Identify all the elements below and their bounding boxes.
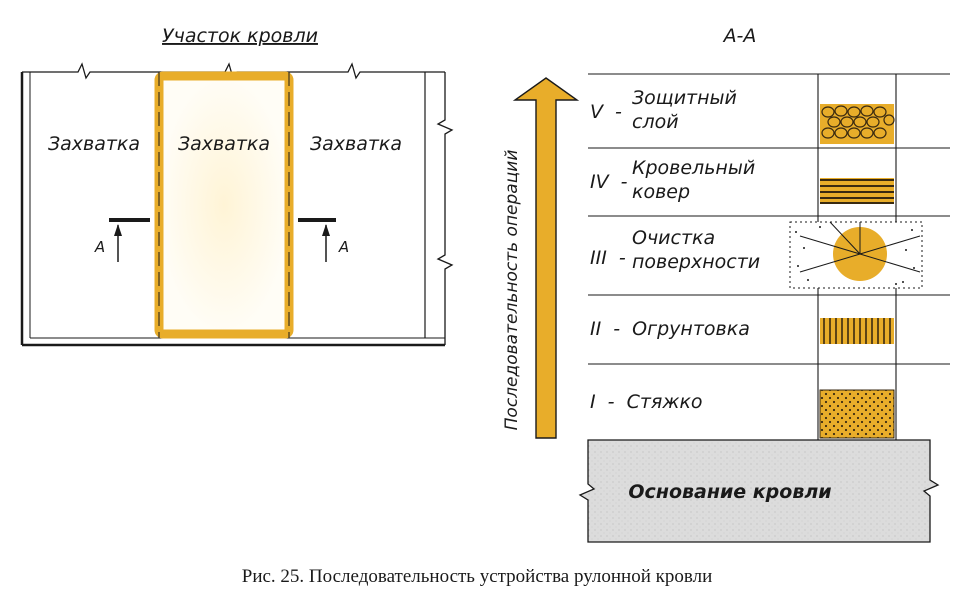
layer-label-1: I - Стяжко xyxy=(590,391,703,413)
layer-dash: - xyxy=(619,247,626,269)
figure-caption: Рис. 25. Последовательность устройства р… xyxy=(241,566,713,587)
layer-name-cont: ковер xyxy=(632,181,690,203)
layer-name: Очистка xyxy=(632,227,715,249)
layer-name: Огрунтовка xyxy=(632,318,750,340)
layer-numeral: I xyxy=(590,391,596,413)
operations-sequence-arrow xyxy=(512,77,580,439)
plan-right-break-line xyxy=(436,72,454,345)
plan-top-break-line xyxy=(22,62,445,80)
svg-text:V -: V - xyxy=(590,101,622,123)
layer-name-cont: слой xyxy=(632,111,679,133)
arrow-label: Последовательность операций xyxy=(502,150,522,431)
zone-right-label: Захватка xyxy=(310,133,402,155)
active-zone xyxy=(154,71,294,339)
layer-separators xyxy=(588,73,950,365)
svg-text:IV -: IV - xyxy=(590,171,628,193)
layer-label-5: V - Зощитный слой xyxy=(590,87,737,133)
roof-base: Основание кровли xyxy=(578,439,940,543)
swatch-protective-layer xyxy=(820,104,895,144)
layer-name-cont: поверхности xyxy=(632,251,760,273)
section-mark-left: А xyxy=(94,218,150,262)
layer-dash: - xyxy=(615,101,622,123)
svg-text:II - Огрунтовк: II - Огрунтовка xyxy=(590,318,750,340)
layer-dash: - xyxy=(621,171,628,193)
layer-numeral: II xyxy=(590,318,602,340)
layer-label-3: III - Очистка поверхности xyxy=(590,227,760,273)
layer-name: Кровельный xyxy=(632,157,755,179)
swatch-roofing-carpet xyxy=(820,178,894,204)
dispersion-arrows-icon xyxy=(799,221,921,273)
layer-name: Стяжко xyxy=(627,391,703,413)
section-title: А-А xyxy=(722,25,757,47)
layer-name: Зощитный xyxy=(632,87,737,109)
diagram-canvas: Участок кровли Захватка Захватка Захватк… xyxy=(20,25,950,543)
layer-numeral: V xyxy=(590,101,605,123)
layer-dash: - xyxy=(608,391,615,413)
section-mark-right-label: А xyxy=(338,238,349,256)
layer-numeral: IV xyxy=(590,171,611,193)
swatch-priming xyxy=(820,318,894,344)
plan-title: Участок кровли xyxy=(162,25,318,47)
swatch-surface-cleaning xyxy=(789,221,923,289)
section-mark-left-label: А xyxy=(94,238,105,256)
layer-dash: - xyxy=(613,318,620,340)
swatch-screed xyxy=(819,389,895,439)
zone-left-label: Захватка xyxy=(48,133,140,155)
section-view: А-А Последовательность операций xyxy=(502,25,950,543)
zone-middle-label: Захватка xyxy=(178,133,270,155)
svg-text:I - Стяжко: I - Стяжко xyxy=(590,391,703,413)
svg-text:III -: III - xyxy=(590,247,626,269)
base-label: Основание кровли xyxy=(628,481,831,503)
section-mark-right: А xyxy=(298,218,349,262)
layer-label-2: II - Огрунтовка xyxy=(590,318,750,340)
layer-label-4: IV - Кровельный ковер xyxy=(590,157,755,203)
arrow-up-icon xyxy=(114,224,122,236)
roof-plan: Участок кровли Захватка Захватка Захватк… xyxy=(20,25,454,347)
arrow-up-icon xyxy=(322,224,330,236)
layer-numeral: III xyxy=(590,247,607,269)
